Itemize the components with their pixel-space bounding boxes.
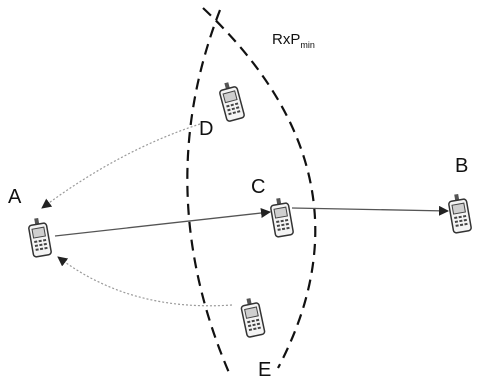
node-label-e: E bbox=[258, 359, 271, 381]
phone-c-icon bbox=[268, 196, 295, 239]
edge-c-to-b bbox=[291, 205, 449, 216]
edge-d-to-a bbox=[41, 123, 201, 209]
range-boundary-left-arc bbox=[186, 9, 232, 376]
node-label-b: B bbox=[455, 155, 468, 177]
range-boundary-right-arc bbox=[202, 7, 317, 369]
node-label-d: D bbox=[199, 118, 213, 140]
phone-b-icon bbox=[446, 192, 473, 235]
edge-e-to-a bbox=[57, 256, 233, 307]
edge-a-to-c bbox=[54, 208, 271, 237]
node-label-c: C bbox=[251, 176, 265, 198]
threshold-label: RxPmin bbox=[272, 31, 315, 50]
threshold-label-subscript: min bbox=[300, 40, 315, 50]
node-label-a: A bbox=[8, 186, 22, 208]
threshold-label-main: RxP bbox=[272, 31, 300, 48]
phone-a-icon bbox=[26, 216, 53, 259]
phone-d-icon bbox=[216, 79, 246, 123]
phone-e-icon bbox=[238, 295, 266, 339]
